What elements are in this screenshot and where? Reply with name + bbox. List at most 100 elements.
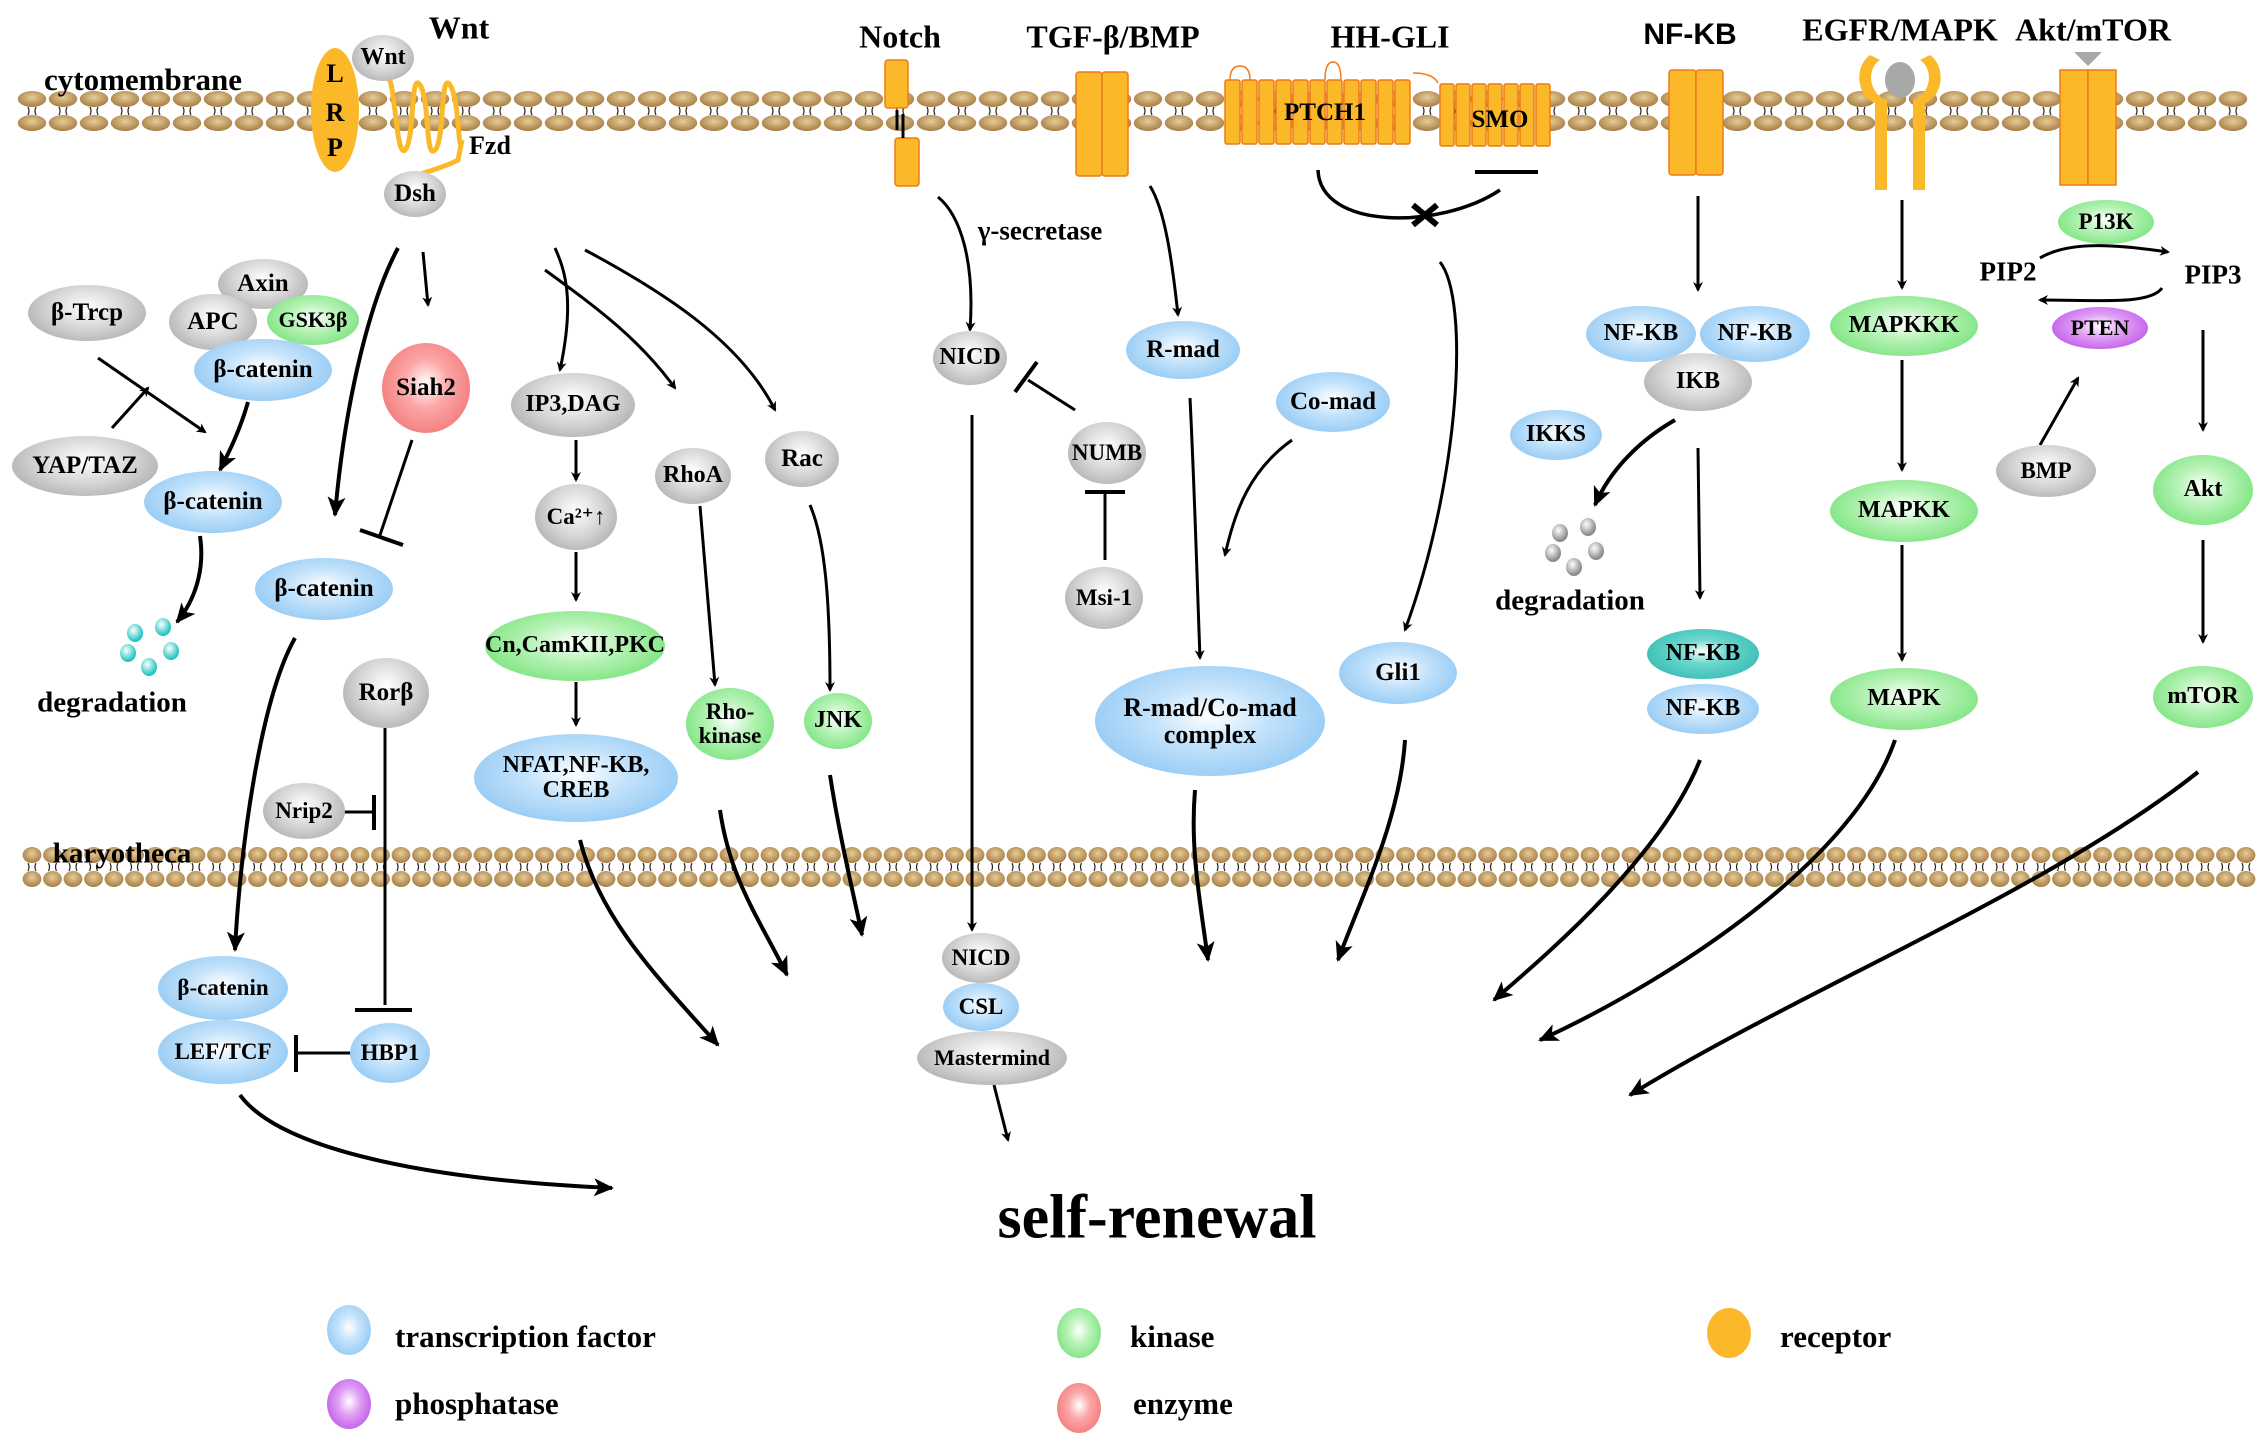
arrow-notch-nicd: [937, 195, 976, 332]
rhoa-node: RhoA: [655, 448, 731, 504]
nfkb-node-c: NF-KB: [1647, 629, 1759, 679]
arrow-nfat-selfrenewal: [578, 839, 720, 1047]
inhibit-numb-nicd-bar: [1013, 360, 1039, 394]
calcium-node: Ca²⁺↑: [535, 484, 617, 550]
arrow-dsh-rhoa: [544, 268, 677, 390]
arrow-nfkb-selfrenewal: [1492, 759, 1702, 1002]
arrow-complex-selfrenewal: [1191, 789, 1215, 962]
ror-beta-node: Rorβ: [343, 658, 429, 728]
gamma-secretase-label: γ-secretase: [977, 215, 1103, 246]
pathway-title-wnt: Wnt: [428, 9, 490, 46]
degradation-particle: [1552, 524, 1568, 542]
degradation-particle: [1580, 518, 1596, 536]
nfat-line-2: CREB: [542, 777, 610, 803]
rho-kinase-line-1: Rho-: [705, 698, 755, 724]
co-mad-node: Co-mad: [1276, 372, 1390, 432]
yap-taz-node: YAP/TAZ: [12, 436, 158, 496]
arrow-mastermind-selfrenewal: [992, 1084, 1011, 1142]
nfkb-receptor-a: [1668, 69, 1697, 176]
arrow-mapk-selfrenewal: [1538, 739, 1897, 1042]
lef-tcf-node: LEF/TCF: [158, 1020, 288, 1084]
numb-node: NUMB: [1068, 422, 1146, 484]
cn-camkii-pkc-node: Cn,CamKII,PKC: [485, 611, 665, 681]
akt-receptor-b: [2087, 69, 2117, 186]
arrow-rhok-selfrenewal: [718, 809, 789, 977]
wnt-ligand: Wnt: [352, 35, 414, 81]
nrip2-node: Nrip2: [263, 783, 345, 839]
mapkkk-node: MAPKKK: [1830, 296, 1978, 356]
fzd-receptor: [382, 74, 465, 188]
arrow-mtor-selfrenewal: [1628, 770, 2200, 1097]
degradation-label-nfkb: degradation: [1495, 584, 1645, 617]
cytomembrane-label: cytomembrane: [44, 62, 242, 97]
arrow-ikb-nfkb: [1694, 447, 1705, 600]
legend-label-transcription-factor: transcription factor: [395, 1319, 656, 1354]
degradation-particle: [1545, 544, 1561, 562]
beta-trcp-node: β-Trcp: [28, 285, 146, 341]
beta-catenin-node-3: β-catenin: [255, 558, 393, 620]
akt-node: Akt: [2153, 455, 2253, 525]
pten-node: PTEN: [2052, 307, 2148, 349]
smo-receptor: [1412, 72, 1439, 84]
gli1-node: Gli1: [1339, 642, 1457, 704]
ip3-dag-node: IP3,DAG: [511, 373, 635, 437]
csl-node: CSL: [943, 983, 1019, 1031]
nfkb-receptor-b: [1695, 69, 1724, 176]
pathway-title-notch: Notch: [859, 18, 941, 55]
ptch1-label: PTCH1: [1284, 99, 1366, 126]
beta-catenin-complex-node: β-catenin: [194, 339, 332, 401]
nfkb-node-b: NF-KB: [1700, 306, 1810, 362]
akt-receptor-a: [2059, 69, 2089, 186]
arrow-bcat3-nucleus: [226, 637, 297, 952]
nfkb-node-d: NF-KB: [1647, 684, 1759, 734]
lrp-letter-p: P: [327, 133, 343, 162]
nfat-nfkb-creb-node: NFAT,NF-KB, CREB: [474, 734, 678, 822]
pathway-title-nfkb: NF-KB: [1643, 18, 1737, 51]
karyotheca-label: karyotheca: [52, 837, 192, 870]
arrow-pip2-pip3: [2039, 244, 2170, 260]
nfkb-node-a: NF-KB: [1586, 306, 1696, 362]
arrow-dsh-siah2: [421, 251, 433, 307]
arrow-dsh-rac: [584, 248, 777, 412]
r-mad-co-mad-complex-node: R-mad/Co-mad complex: [1095, 666, 1325, 776]
arrow-bcat1-bcat2: [218, 401, 250, 472]
complex-line-1: R-mad/Co-mad: [1123, 692, 1297, 722]
p13k-node: P13K: [2058, 200, 2154, 244]
legend-label-enzyme: enzyme: [1133, 1386, 1233, 1421]
legend-swatch-phosphatase: [327, 1379, 371, 1429]
pip2-label: PIP2: [1979, 256, 2037, 287]
arrow-ikb-degradation: [1593, 418, 1676, 507]
pathway-title-egfr-mapk: EGFR/MAPK: [1802, 11, 1998, 48]
siah2-node: Siah2: [382, 343, 470, 433]
notch-receptor-ext: [884, 59, 909, 109]
rho-kinase-line-2: kinase: [698, 723, 762, 748]
pathway-title-tgfb: TGF-β/BMP: [1026, 18, 1200, 55]
receptors: [311, 48, 2117, 190]
arrow-dsh-bcat3: [327, 247, 400, 517]
hh-arc: [1316, 169, 1501, 220]
nicd-nuclear-node: NICD: [942, 933, 1020, 983]
beta-catenin-node-2: β-catenin: [144, 471, 282, 533]
lrp-receptor: [311, 48, 359, 172]
arrow-gli1-selfrenewal: [1335, 739, 1407, 962]
degradation-particle: [141, 658, 157, 676]
notch-receptor-int: [894, 137, 920, 187]
beta-catenin-nuclear-node: β-catenin: [158, 956, 288, 1020]
legend-swatch-kinase: [1057, 1308, 1101, 1358]
legend-label-kinase: kinase: [1130, 1319, 1215, 1354]
egfr-receptor-a: [1859, 55, 1887, 190]
msi-1-node: Msi-1: [1065, 567, 1143, 629]
legend-swatch-receptor: [1707, 1308, 1751, 1358]
ikb-node: IKB: [1644, 353, 1752, 411]
egfr-receptor-b: [1913, 55, 1941, 190]
degradation-label-wnt: degradation: [37, 686, 187, 719]
ikks-node: IKKS: [1510, 410, 1602, 460]
gsk3b-node: GSK3β: [267, 295, 359, 345]
legend-label-phosphatase: phosphatase: [395, 1386, 559, 1421]
lrp-letter-r: R: [325, 98, 345, 127]
arrow-rac-jnk: [808, 504, 835, 692]
arrow-dsh-ip3: [553, 247, 570, 372]
arrow-btrcp-bcat2: [97, 356, 207, 434]
